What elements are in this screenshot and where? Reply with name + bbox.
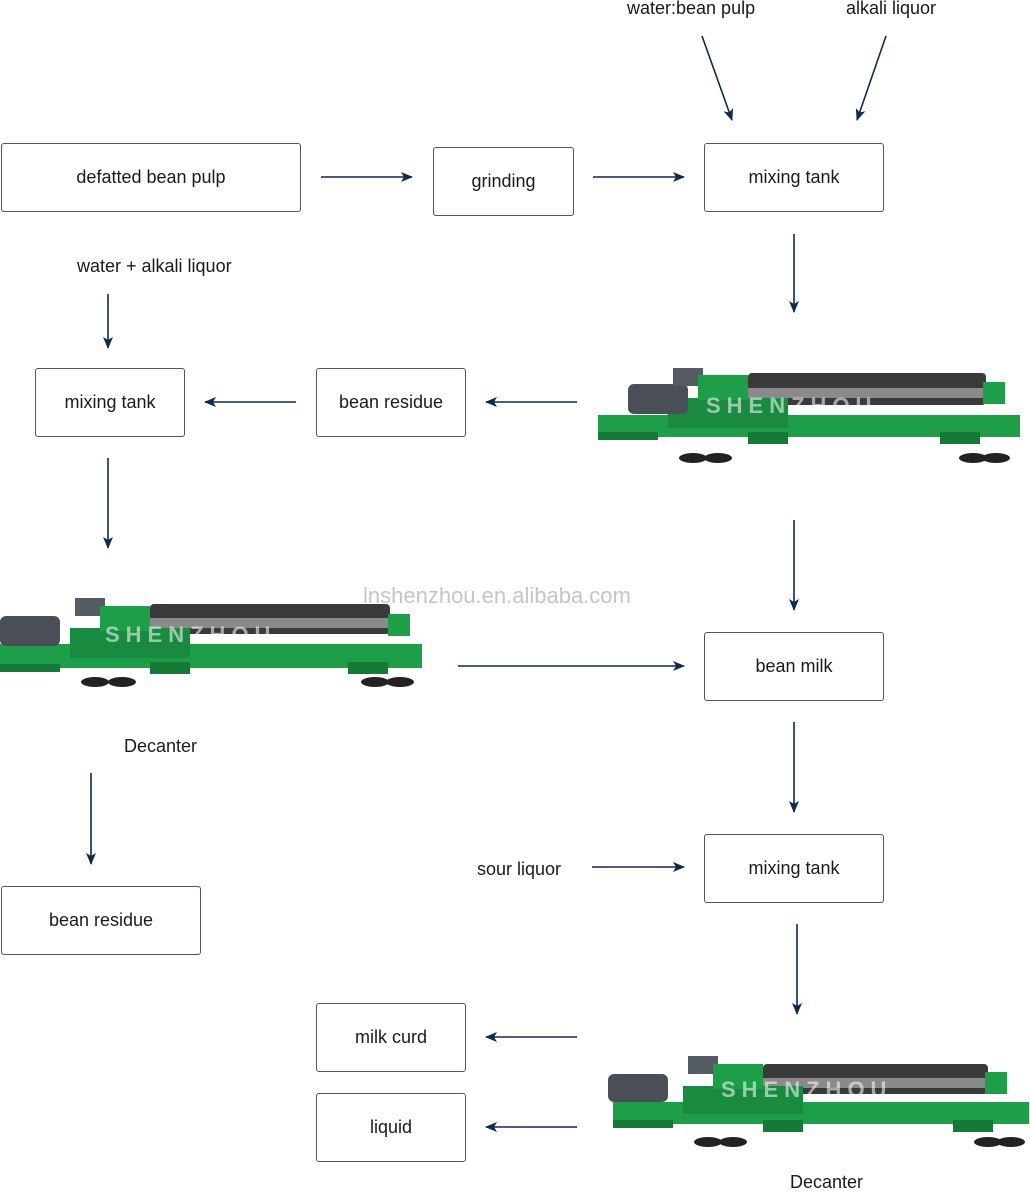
mixing-tank-box-left: mixing tank xyxy=(35,368,185,437)
liquid-box: liquid xyxy=(316,1093,466,1162)
brand-watermark: SHENZHOU xyxy=(105,622,276,647)
decanter-image-top-right: SHENZHOU xyxy=(598,368,1020,463)
sour-liquor-label: sour liquor xyxy=(477,859,562,879)
mixing-tank-box-top: mixing tank xyxy=(704,143,884,212)
defatted-bean-pulp-box: defatted bean pulp xyxy=(1,143,301,212)
decanter-image-bottom-right: SHENZHOU xyxy=(608,1056,1029,1147)
arrow-water-bean-pulp xyxy=(701,35,734,121)
motor xyxy=(628,384,688,414)
bean-residue-box-middle: bean residue xyxy=(316,368,466,437)
water-alkali-liquor-label: water + alkali liquor xyxy=(77,256,232,276)
decanter-label-bottom: Decanter xyxy=(790,1172,864,1192)
alkali-liquor-label: alkali liquor xyxy=(846,0,937,18)
brand-watermark: SHENZHOU xyxy=(721,1077,892,1102)
grinding-box: grinding xyxy=(433,147,574,216)
decanter-label-left: Decanter xyxy=(124,736,198,756)
motor xyxy=(0,616,60,646)
watermark-text: lnshenzhou.en.alibaba.com xyxy=(363,583,631,608)
brand-watermark: SHENZHOU xyxy=(706,393,877,418)
decanter-image-left: SHENZHOU xyxy=(0,598,422,687)
bean-residue-box-left: bean residue xyxy=(1,886,201,955)
motor xyxy=(608,1074,668,1102)
bean-milk-box: bean milk xyxy=(704,632,884,701)
mixing-tank-box-bottom: mixing tank xyxy=(704,834,884,903)
arrow-alkali-liquor xyxy=(855,35,887,121)
milk-curd-box: milk curd xyxy=(316,1003,466,1072)
water-bean-pulp-label: water:bean pulp xyxy=(627,0,756,18)
